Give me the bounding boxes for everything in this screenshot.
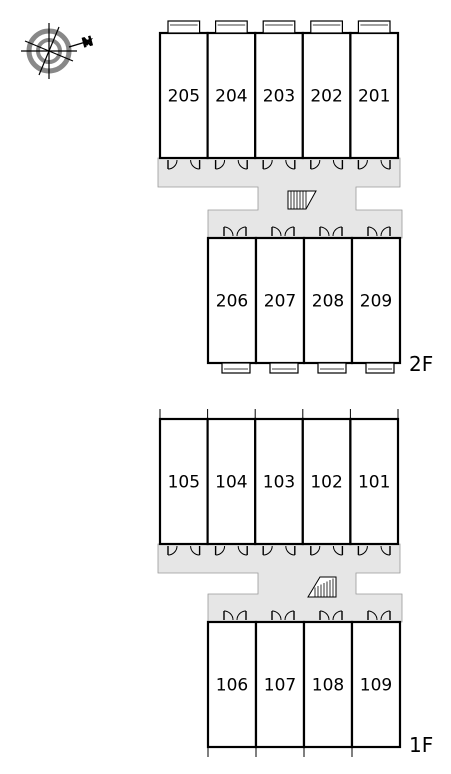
unit-103: 103	[254, 409, 304, 556]
unit-number: 205	[168, 87, 200, 107]
unit-number: 209	[360, 292, 392, 312]
floor-2f: 205 204 203 202 201 206 207 208 209 2F	[157, 20, 433, 376]
unit-number: 201	[358, 87, 390, 107]
unit-number: 102	[310, 473, 342, 493]
compass-icon: N	[21, 23, 95, 79]
unit-number: 203	[263, 87, 295, 107]
unit-104: 104	[206, 409, 257, 556]
door-icon	[357, 159, 391, 170]
stair-icon	[287, 190, 317, 210]
unit-number: 108	[312, 676, 344, 696]
corridor	[157, 543, 403, 623]
door-icon	[262, 159, 296, 170]
units-row-lower: 106 107 108 109	[206, 610, 402, 757]
door-icon	[214, 545, 248, 556]
unit-number: 202	[310, 87, 342, 107]
unit-105: 105	[158, 409, 209, 556]
unit-number: 105	[168, 473, 200, 493]
unit-207: 207	[254, 226, 306, 374]
unit-number: 204	[215, 87, 247, 107]
unit-108: 108	[302, 610, 354, 757]
door-icon	[223, 226, 247, 237]
unit-number: 107	[264, 676, 296, 696]
corridor	[157, 157, 403, 239]
door-icon	[310, 159, 344, 170]
floor-1f: 105 104 103 102 101 106 107 108 109 1F	[157, 409, 433, 757]
door-icon	[223, 610, 247, 621]
door-icon	[262, 545, 296, 556]
stair-icon	[307, 576, 337, 598]
units-row-lower: 206 207 208 209	[206, 226, 402, 374]
door-icon	[367, 610, 391, 621]
unit-106: 106	[206, 610, 258, 757]
unit-number: 206	[216, 292, 248, 312]
door-icon	[367, 226, 391, 237]
unit-101: 101	[349, 409, 400, 556]
floor-label: 1F	[409, 733, 433, 757]
unit-number: 106	[216, 676, 248, 696]
door-icon	[167, 159, 201, 170]
compass-north-label: N	[80, 33, 95, 51]
unit-203: 203	[254, 20, 304, 170]
units-row-upper: 205 204 203 202 201	[158, 20, 400, 170]
door-icon	[167, 545, 201, 556]
unit-209: 209	[350, 226, 402, 374]
unit-205: 205	[158, 20, 209, 170]
unit-number: 208	[312, 292, 344, 312]
door-icon	[271, 226, 295, 237]
door-icon	[357, 545, 391, 556]
unit-204: 204	[206, 20, 257, 170]
door-icon	[271, 610, 295, 621]
unit-206: 206	[206, 226, 258, 374]
unit-number: 104	[215, 473, 247, 493]
unit-number: 103	[263, 473, 295, 493]
door-icon	[319, 226, 343, 237]
unit-number: 207	[264, 292, 296, 312]
unit-109: 109	[350, 610, 402, 757]
unit-number: 109	[360, 676, 392, 696]
floor-label: 2F	[409, 352, 433, 376]
unit-208: 208	[302, 226, 354, 374]
door-icon	[319, 610, 343, 621]
door-icon	[214, 159, 248, 170]
unit-102: 102	[301, 409, 352, 556]
door-icon	[310, 545, 344, 556]
unit-202: 202	[301, 20, 352, 170]
unit-number: 101	[358, 473, 390, 493]
units-row-upper: 105 104 103 102 101	[158, 409, 400, 556]
unit-107: 107	[254, 610, 306, 757]
unit-201: 201	[349, 20, 400, 170]
